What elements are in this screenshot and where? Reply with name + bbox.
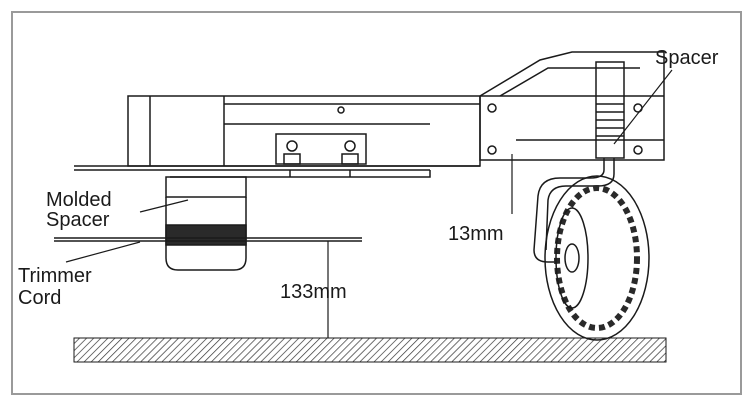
center-bracket [275,133,367,165]
bracket-foot-right [341,153,359,165]
tire-outer [544,175,650,341]
molded-spacer-leader [139,199,189,213]
trimmer-cord-label-line1: Trimmer [18,265,92,287]
motor-body [165,197,247,271]
bracket-plate [479,51,665,161]
bracket-bolt-4-icon [633,145,643,155]
deck-skirt [170,170,431,178]
diagram-frame [11,11,742,395]
bracket-bolt-2-icon [487,145,497,155]
ground [73,337,667,363]
tire-wheel-icon [544,175,650,341]
molded-spacer-label-line2: Spacer [46,209,110,231]
deck-housing [127,95,481,167]
cord-spool [165,224,247,246]
caster-fork-inner [545,158,615,251]
tire-tread [554,185,640,331]
bracket-bolt-3-icon [633,103,643,113]
spacer-stack [595,61,625,159]
mower-deck [74,95,481,178]
trimmer-head [54,176,362,271]
molded-spacer-label-line1: Molded [46,189,112,211]
trimmer-cord-label-line2: Cord [18,287,62,309]
spacer-height-label: 13mm [448,223,504,245]
spacer-label: Spacer [655,47,719,69]
wheel-rim [555,207,589,309]
bracket-bolt-left-icon [286,140,298,152]
wheel-bracket [479,51,665,263]
wheel-hub [564,243,580,273]
cord-height-label: 133mm [280,281,347,303]
bracket-bolt-right-icon [344,140,356,152]
bracket-bolt-1-icon [487,103,497,113]
bracket-foot-left [283,153,301,165]
trimmer-cord-leader [65,241,141,263]
bolt-icon [337,106,345,114]
ground-hatch-icon [73,337,667,363]
bracket-inner-edge [499,67,640,97]
molded-spacer-part [165,176,247,198]
